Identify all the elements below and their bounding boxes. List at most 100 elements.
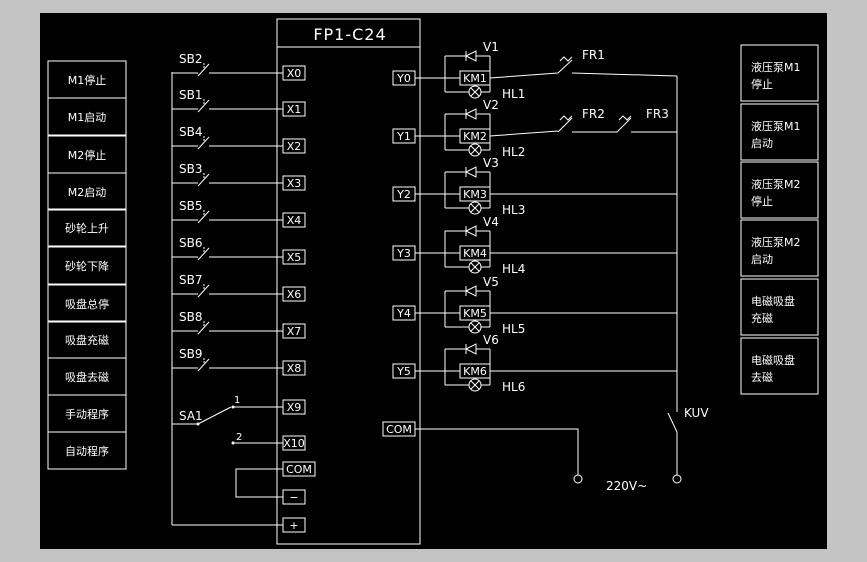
left-label-box (47, 246, 127, 285)
left-label-text: M1停止 (68, 73, 107, 87)
lamp-label: HL3 (502, 203, 525, 217)
left-label-text: 吸盘去磁 (65, 370, 109, 384)
right-label-box (740, 337, 819, 395)
kuv-contact-blade (667, 412, 678, 433)
com-out-wire (415, 428, 579, 475)
left-label-text: 自动程序 (65, 444, 109, 458)
plc-box (276, 18, 421, 545)
lamp-label: HL2 (502, 145, 525, 159)
selector-pos1-label: 1 (234, 395, 240, 406)
switch-label: SB2 (179, 52, 202, 66)
plc-input-label: X8 (287, 362, 302, 375)
diode-label: V3 (483, 156, 499, 170)
right-label-line1: 电磁吸盘 (751, 353, 795, 367)
pushbutton-sb6: SB6 (172, 236, 283, 261)
plc-output-label: Y3 (396, 247, 411, 260)
fr3-label: FR3 (646, 107, 669, 121)
pushbutton-sb2: SB2 (172, 52, 283, 77)
right-label-line1: 液压泵M2 (751, 177, 801, 191)
pushbutton-sb8: SB8 (172, 310, 283, 335)
switch-label: SB4 (179, 125, 202, 139)
plc-com-out-label: COM (386, 423, 412, 436)
pushbutton-sb1: SB1 (172, 88, 283, 113)
left-label-box (47, 431, 127, 470)
coil-label: KM6 (463, 365, 487, 378)
lamp-label: HL5 (502, 322, 525, 336)
plc-input-label: X5 (287, 251, 302, 264)
coil-label: KM3 (463, 188, 487, 201)
right-label-box (740, 103, 819, 161)
switch-label: SB7 (179, 273, 202, 287)
plc-input-label: X0 (287, 67, 302, 80)
plc-input-label: X1 (287, 103, 302, 116)
plc-input-label: X4 (287, 214, 302, 227)
pushbutton-sb9: SB9 (172, 347, 283, 372)
right-label-line2: 停止 (751, 77, 773, 91)
plc-minus-label: − (289, 491, 298, 504)
left-label-box (47, 172, 127, 211)
switch-label: SB8 (179, 310, 202, 324)
right-label-box (740, 278, 819, 336)
supply-label: 220V~ (606, 479, 647, 493)
left-label-text: 吸盘充磁 (65, 333, 109, 347)
plc-input-label: X7 (287, 325, 302, 338)
left-label-text: 手动程序 (65, 407, 109, 421)
left-label-text: M1启动 (68, 111, 107, 124)
switch-label: SB1 (179, 88, 202, 102)
plc-plus-label: + (289, 519, 298, 532)
lamp-label: HL1 (502, 87, 525, 101)
lamp-label: HL4 (502, 262, 525, 276)
plc-output-label: Y5 (396, 365, 411, 378)
switch-label: SB9 (179, 347, 202, 361)
selector-name: SA1 (179, 409, 203, 423)
right-label-line2: 启动 (751, 253, 773, 266)
left-label-text: M2启动 (68, 186, 107, 199)
left-label-text: 砂轮上升 (65, 221, 109, 235)
plc-input-label: X6 (287, 288, 302, 301)
selector-arm (197, 406, 232, 425)
right-label-line1: 电磁吸盘 (751, 294, 795, 308)
coil-label: KM4 (463, 247, 487, 260)
plc-input-label: X2 (287, 140, 302, 153)
plc-plus-terminal (282, 517, 306, 533)
kuv-label: KUV (684, 406, 709, 420)
right-label-line1: 液压泵M2 (751, 235, 801, 249)
left-label-text: M2停止 (68, 148, 107, 162)
left-label-text: 砂轮下降 (65, 259, 109, 273)
pushbutton-sb4: SB4 (172, 125, 283, 150)
diode-label: V4 (483, 215, 499, 229)
right-label-box (740, 219, 819, 277)
plc-output-label: Y4 (396, 307, 411, 320)
plc-output-label: Y2 (396, 188, 411, 201)
left-label-text: 吸盘总停 (65, 297, 109, 311)
pushbutton-sb7: SB7 (172, 273, 283, 298)
fr1-label: FR1 (582, 48, 605, 62)
switch-label: SB6 (179, 236, 202, 250)
plc-input-label: X10 (283, 437, 305, 450)
fr1-contact: FR1 (557, 48, 678, 77)
left-function-labels: M1停止 M1启动 M2停止 M2启动砂轮上升砂轮下降吸盘总停吸盘充磁吸盘去磁手动程序… (47, 60, 127, 470)
selector-pos2-label: 2 (236, 432, 242, 443)
plc-com-in-label: COM (286, 463, 312, 476)
diode-label: V5 (483, 275, 499, 289)
coil-label: KM1 (463, 72, 487, 85)
right-label-line2: 停止 (751, 194, 773, 208)
plc-input-label: X3 (287, 177, 302, 190)
pushbutton-sb5: SB5 (172, 199, 283, 224)
plc-model-title: FP1-C24 (313, 25, 386, 44)
switch-label: SB5 (179, 199, 202, 213)
plc-output-label: Y0 (396, 72, 411, 85)
right-label-line2: 去磁 (751, 371, 773, 384)
right-label-line1: 液压泵M1 (751, 60, 801, 74)
plc-input-label: X9 (287, 401, 302, 414)
fr2-contact: FR2 (557, 107, 617, 133)
output-wiring: Y0Y1Y2Y3Y4Y5V1KM1HL1V2KM2HL2V3KM3HL3V4KM… (392, 40, 677, 394)
diode-label: V2 (483, 98, 499, 112)
